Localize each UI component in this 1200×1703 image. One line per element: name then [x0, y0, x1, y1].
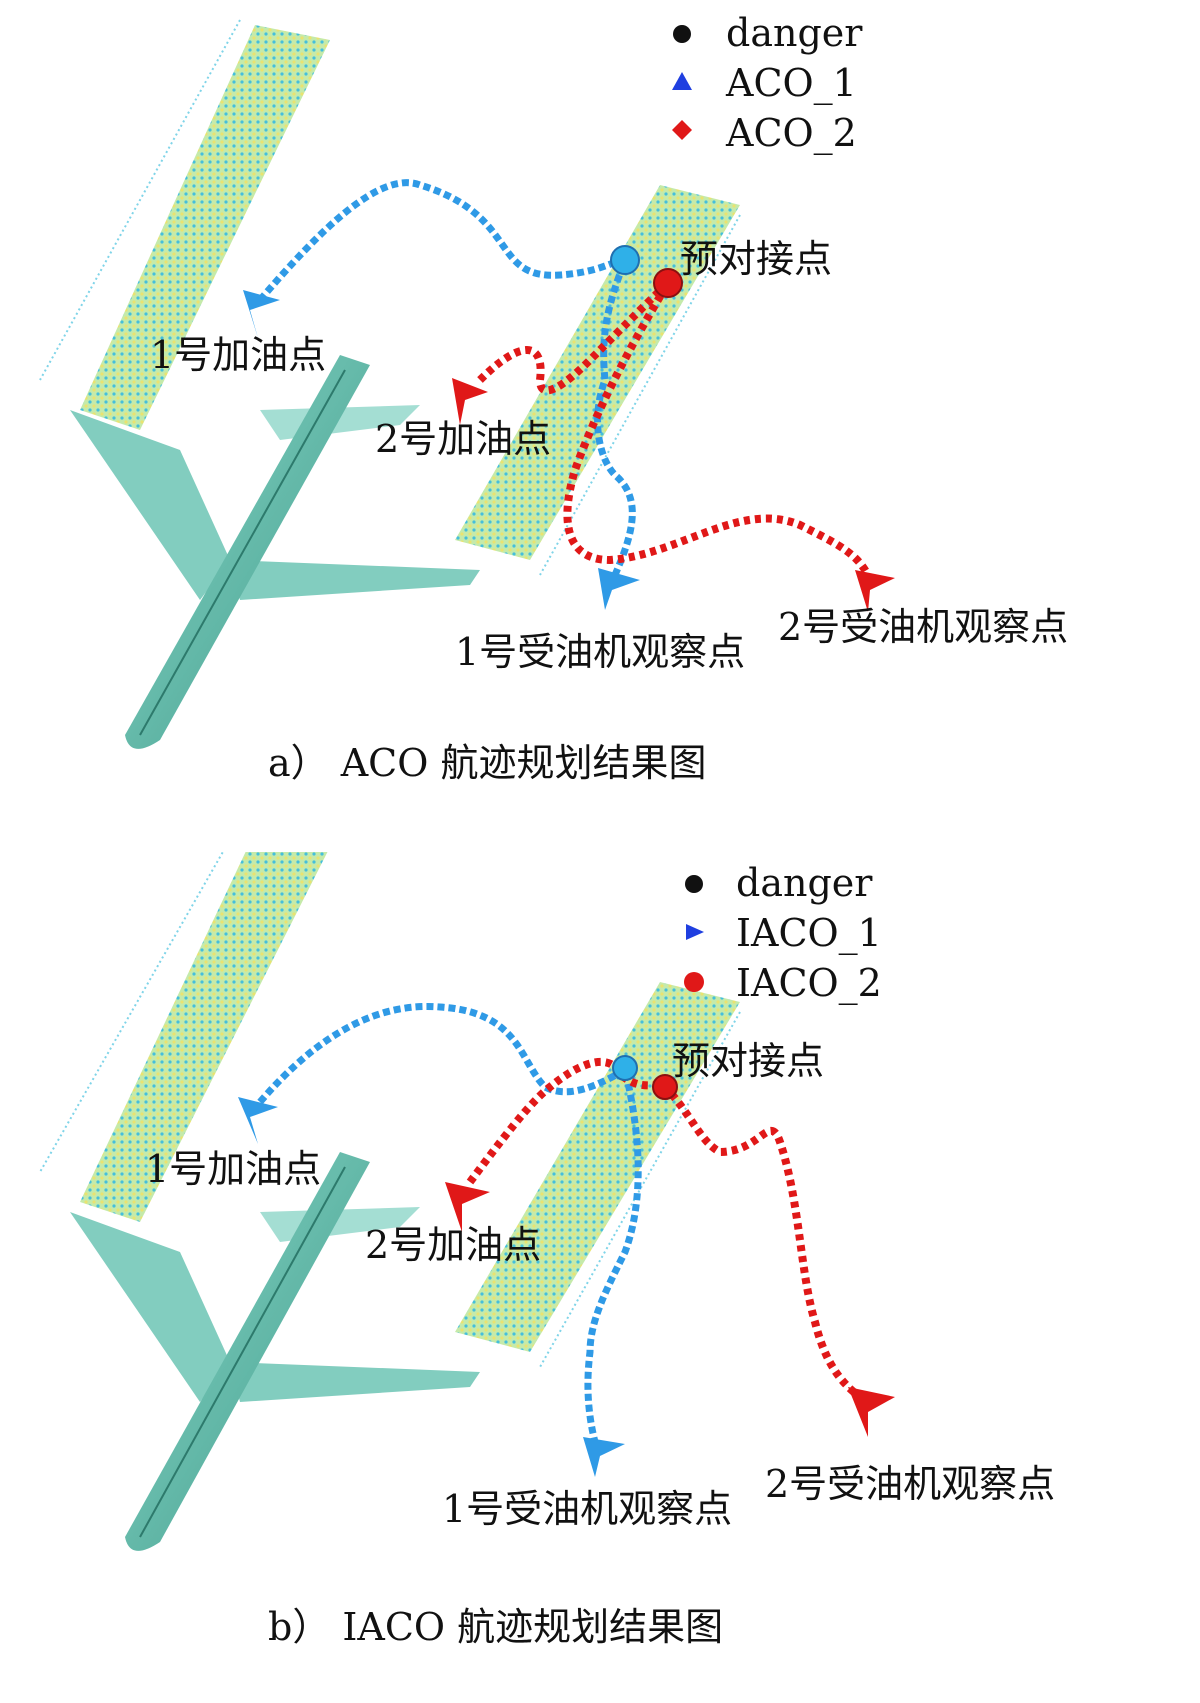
docking-point-2 [652, 1074, 678, 1100]
danger-zone-left [39, 852, 328, 1222]
label-refuel-point-1: 1号加油点 [150, 333, 326, 377]
label-observe-point-1: 1号受油机观察点 [455, 630, 745, 674]
legend-label-route1: IACO_1 [736, 911, 882, 956]
arrow-head-refuel2 [445, 1182, 490, 1232]
arrow-head-refuel1 [238, 1097, 278, 1144]
panel-iaco: danger IACO_1 IACO_2 预对接点 1号加油点 2号加油点 1号… [0, 852, 1200, 1703]
legend-marker-danger [685, 875, 703, 893]
label-observe-point-2: 2号受油机观察点 [765, 1462, 1055, 1506]
arrow-head-refuel1 [243, 290, 280, 338]
label-refuel-point-1: 1号加油点 [145, 1147, 321, 1191]
danger-zone-right [455, 982, 741, 1368]
arrow-head-refuel2 [452, 378, 488, 425]
caption-a: a） ACO 航迹规划结果图 [268, 741, 707, 785]
arrow-head-observe2 [855, 570, 895, 612]
label-docking-point: 预对接点 [672, 1039, 824, 1083]
legend-label-danger: danger [736, 861, 873, 905]
label-docking-point: 预对接点 [680, 237, 832, 281]
arrow-head-observe2 [848, 1387, 895, 1437]
label-refuel-point-2: 2号加油点 [375, 417, 551, 461]
aircraft-model [70, 355, 480, 749]
legend-marker-route2 [672, 120, 692, 140]
label-refuel-point-2: 2号加油点 [365, 1223, 541, 1267]
legend-label-route1: ACO_1 [725, 61, 857, 106]
legend-label-route2: IACO_2 [736, 961, 882, 1006]
legend-label-route2: ACO_2 [725, 111, 857, 156]
arrow-head-observe1 [598, 568, 640, 610]
legend: danger IACO_1 IACO_2 [684, 861, 882, 1006]
aco-diagram: danger ACO_1 ACO_2 预对接点 1号加油点 2号加油点 1号受油… [39, 11, 1068, 785]
aircraft-model [70, 1152, 480, 1551]
docking-point-2 [653, 268, 683, 298]
iaco-diagram: danger IACO_1 IACO_2 预对接点 1号加油点 2号加油点 1号… [39, 852, 1055, 1649]
legend-marker-route1 [686, 924, 704, 940]
legend-marker-route1 [672, 72, 692, 90]
legend-marker-route2 [684, 972, 704, 992]
docking-point-1 [612, 1055, 638, 1081]
legend-marker-danger [673, 25, 691, 43]
route-aco-2 [452, 280, 895, 612]
route-iaco-2 [445, 1057, 895, 1437]
panel-aco: danger ACO_1 ACO_2 预对接点 1号加油点 2号加油点 1号受油… [0, 0, 1200, 851]
arrow-head-observe1 [583, 1437, 625, 1477]
caption-b: b） IACO 航迹规划结果图 [268, 1605, 723, 1649]
legend: danger ACO_1 ACO_2 [672, 11, 863, 156]
label-observe-point-1: 1号受油机观察点 [442, 1487, 732, 1531]
docking-point-1 [610, 245, 640, 275]
label-observe-point-2: 2号受油机观察点 [778, 605, 1068, 649]
danger-zone-left [39, 19, 330, 430]
legend-label-danger: danger [726, 11, 863, 55]
